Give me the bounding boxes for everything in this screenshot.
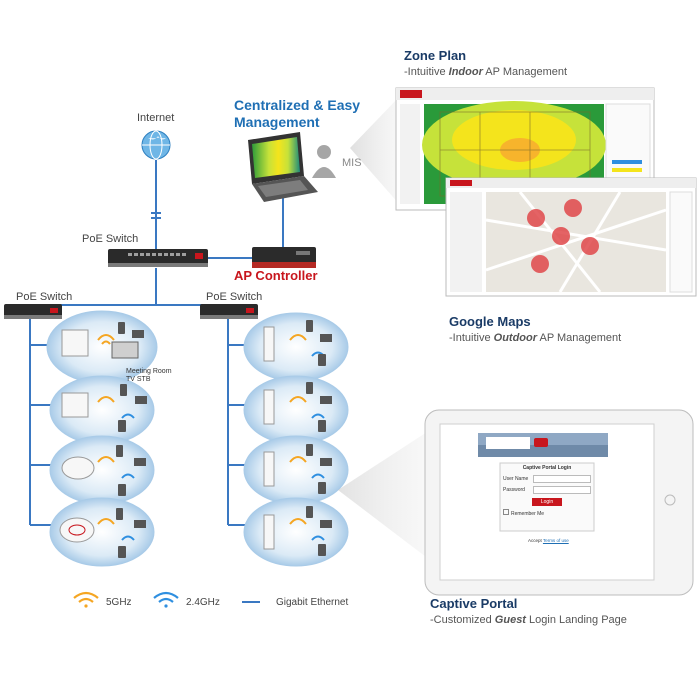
legend-5ghz: 5GHz	[106, 597, 132, 608]
accept-prefix: Accept	[528, 538, 543, 543]
management-title: Management	[234, 114, 320, 130]
coverage-zone	[243, 435, 349, 505]
wifi-icon	[97, 334, 325, 541]
zone-plan-sub-prefix: -Intuitive	[404, 66, 449, 78]
terms-link[interactable]: Terms of use	[542, 538, 569, 543]
poe-switch-left-label: PoE Switch	[16, 291, 73, 303]
remember-label: Remember Me	[511, 511, 545, 517]
callout-beam	[338, 430, 430, 560]
access-point-icon	[59, 329, 95, 543]
captive-portal-title: Captive Portal	[430, 596, 518, 611]
accept-terms: Accept Terms of use	[528, 538, 569, 543]
zone-plan-sub-suffix: AP Management	[482, 66, 568, 78]
poe-switch-top-label: PoE Switch	[82, 233, 139, 245]
switch-icon	[4, 304, 62, 319]
client-devices	[111, 320, 332, 558]
zone-plan-subtitle: -Intuitive Indoor AP Management	[404, 66, 567, 78]
password-label: Password	[503, 487, 525, 493]
access-point-icon	[263, 326, 275, 550]
legend-24ghz: 2.4GHz	[186, 597, 220, 608]
callout-beam	[350, 96, 400, 205]
centralized-title: Centralized & Easy	[234, 97, 361, 113]
poe-switch-right-label: PoE Switch	[206, 291, 263, 303]
globe-icon	[141, 130, 171, 160]
password-input[interactable]	[533, 486, 591, 494]
username-label: User Name	[503, 476, 529, 482]
internet-label: Internet	[137, 112, 175, 124]
login-button[interactable]: Login	[532, 498, 562, 506]
google-maps-sub-emph: Outdoor	[493, 332, 538, 344]
switch-icon	[252, 247, 316, 268]
google-maps-title: Google Maps	[449, 314, 531, 329]
captive-portal-sub-emph: Guest	[494, 614, 526, 626]
coverage-zone	[243, 497, 349, 567]
mis-label: MIS	[342, 157, 362, 169]
legend	[73, 591, 260, 608]
legend-gigabit: Gigabit Ethernet	[276, 597, 349, 608]
google-maps-screenshot	[445, 177, 697, 297]
coverage-zone	[49, 497, 155, 567]
switch-icon	[200, 304, 258, 319]
coverage-zone	[243, 312, 349, 382]
ap-controller-label: AP Controller	[234, 268, 318, 283]
username-input[interactable]	[533, 475, 591, 483]
user-icon	[312, 145, 336, 178]
captive-portal-sub-prefix: -Customized	[430, 614, 495, 626]
coverage-zone	[243, 375, 349, 445]
google-maps-sub-prefix: -Intuitive	[449, 332, 494, 344]
wifi-icon	[153, 591, 179, 608]
remember-me[interactable]: Remember Me	[503, 509, 591, 517]
login-form-title: Captive Portal Login	[522, 465, 572, 471]
remember-checkbox[interactable]	[503, 509, 509, 515]
meeting-room-text: Meeting Room	[126, 368, 172, 375]
meeting-room-label: Meeting Room TV STB	[126, 368, 172, 384]
google-maps-subtitle: -Intuitive Outdoor AP Management	[449, 332, 621, 344]
zone-plan-sub-emph: Indoor	[448, 66, 483, 78]
zone-plan-title: Zone Plan	[404, 48, 467, 63]
captive-login-form: Captive Portal Login User Name Password …	[503, 465, 591, 523]
google-maps-sub-suffix: AP Management	[537, 332, 622, 344]
captive-portal-subtitle: -Customized Guest Login Landing Page	[430, 614, 627, 626]
laptop-icon	[248, 132, 318, 202]
captive-portal-sub-suffix: Login Landing Page	[525, 614, 627, 626]
tv-stb-text: TV STB	[126, 376, 151, 383]
switch-icon	[108, 249, 208, 267]
wifi-icon	[73, 591, 99, 608]
